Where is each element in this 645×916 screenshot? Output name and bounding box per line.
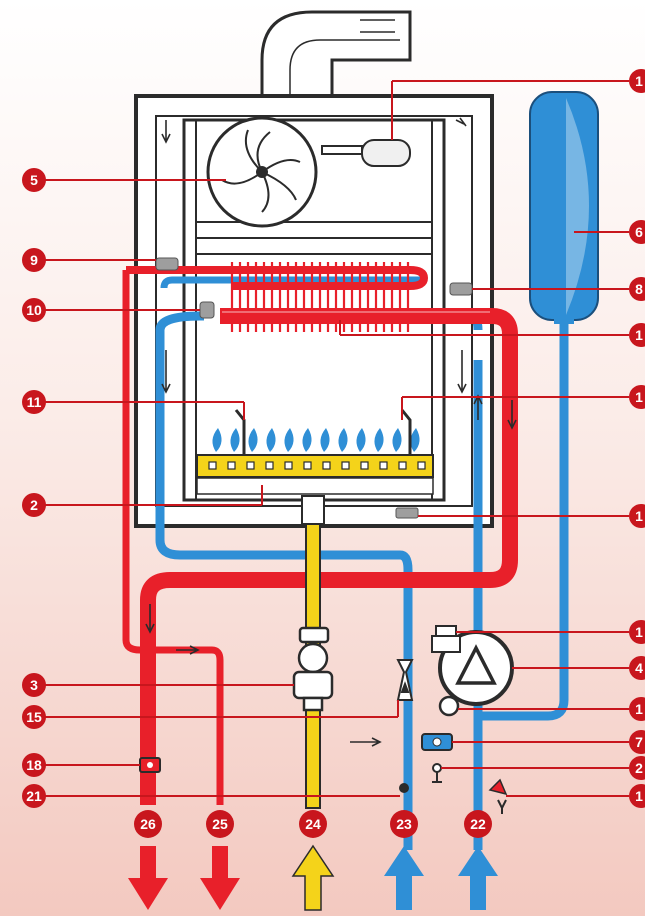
svg-text:1: 1 — [635, 389, 643, 405]
marker-24: 24 — [299, 810, 327, 838]
svg-text:1: 1 — [635, 327, 643, 343]
svg-text:21: 21 — [26, 788, 42, 804]
pressure-gauge-icon — [440, 697, 458, 715]
marker-11: 11 — [22, 390, 46, 414]
marker-3: 3 — [22, 673, 46, 697]
burner-icon — [197, 455, 433, 494]
svg-text:6: 6 — [635, 224, 643, 240]
svg-text:26: 26 — [140, 816, 156, 832]
svg-text:1: 1 — [635, 73, 643, 89]
svg-text:1: 1 — [635, 624, 643, 640]
svg-text:4: 4 — [635, 660, 643, 676]
svg-text:18: 18 — [26, 757, 42, 773]
marker-21: 21 — [22, 784, 46, 808]
svg-text:1: 1 — [635, 508, 643, 524]
svg-text:5: 5 — [30, 172, 38, 188]
marker-2: 2 — [22, 493, 46, 517]
marker-10: 10 — [22, 298, 46, 322]
sensor-10-icon — [200, 302, 214, 318]
svg-text:2: 2 — [30, 497, 38, 513]
svg-text:10: 10 — [26, 302, 42, 318]
svg-text:15: 15 — [26, 709, 42, 725]
svg-text:11: 11 — [27, 394, 42, 410]
marker-5: 5 — [22, 168, 46, 192]
marker-18: 18 — [22, 753, 46, 777]
drain-21-icon — [399, 783, 409, 793]
marker-23: 23 — [390, 810, 418, 838]
sensor-16-icon — [396, 508, 418, 518]
svg-text:1: 1 — [635, 788, 643, 804]
svg-text:1: 1 — [635, 701, 643, 717]
valve-18-icon — [140, 758, 160, 772]
svg-text:7: 7 — [635, 734, 643, 750]
svg-text:23: 23 — [396, 816, 412, 832]
svg-text:24: 24 — [305, 816, 321, 832]
svg-text:25: 25 — [212, 816, 228, 832]
marker-26: 26 — [134, 810, 162, 838]
marker-15: 15 — [22, 705, 46, 729]
marker-22: 22 — [464, 810, 492, 838]
svg-text:2: 2 — [635, 760, 643, 776]
marker-9: 9 — [22, 248, 46, 272]
svg-text:8: 8 — [635, 281, 643, 297]
sensor-9-icon — [156, 258, 178, 270]
valve-7-icon — [422, 734, 452, 750]
svg-text:9: 9 — [30, 252, 38, 268]
air-vent-icon — [432, 626, 460, 652]
fan-icon — [208, 118, 316, 226]
marker-25: 25 — [206, 810, 234, 838]
svg-text:22: 22 — [470, 816, 486, 832]
svg-text:3: 3 — [30, 677, 38, 693]
sensor-8-icon — [450, 283, 472, 295]
